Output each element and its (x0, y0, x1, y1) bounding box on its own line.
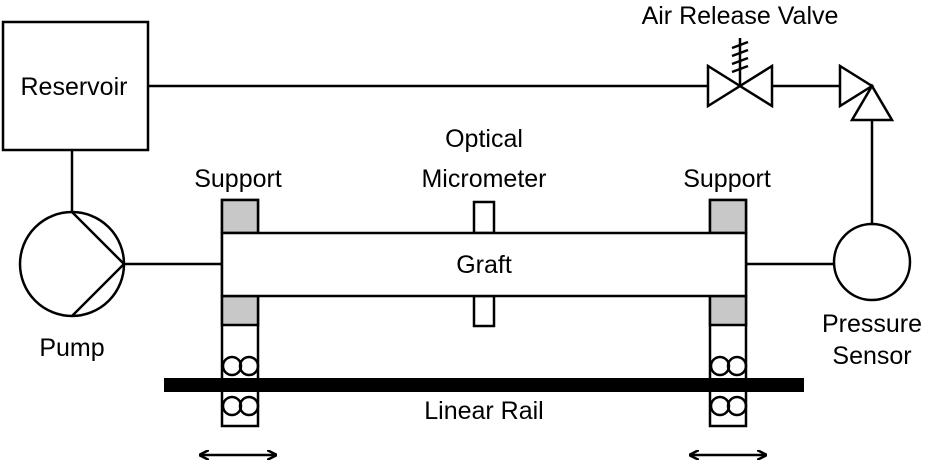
check-valve-icon (838, 63, 895, 122)
linear-rail-label: Linear Rail (424, 397, 544, 425)
pressure-sensor-body (832, 222, 912, 302)
pump-icon (18, 210, 126, 318)
optical-micrometer-label-line1: Optical (445, 125, 523, 153)
pressure-sensor-icon (832, 222, 912, 302)
tubing (70, 84, 874, 266)
optical-micrometer-label-line2: Micrometer (421, 165, 546, 193)
pump-body (18, 210, 126, 318)
graft (220, 231, 748, 298)
pressure-sensor-label-line1: Pressure (822, 310, 922, 338)
reservoir-label: Reservoir (21, 73, 128, 101)
air-release-valve-label: Air Release Valve (642, 2, 839, 30)
linear-rail (164, 378, 804, 392)
bearing-icon (709, 355, 748, 417)
graft-label: Graft (456, 251, 512, 279)
bearing-icon (221, 355, 260, 417)
pump-label: Pump (39, 334, 104, 362)
support-right-label: Support (683, 165, 771, 193)
reservoir-box (1, 20, 150, 152)
optical-micrometer (472, 200, 496, 328)
support-left-label: Support (194, 165, 282, 193)
pressure-sensor-label-line2: Sensor (832, 342, 911, 370)
reservoir: Reservoir (1, 20, 150, 152)
valve-icon (706, 38, 774, 109)
